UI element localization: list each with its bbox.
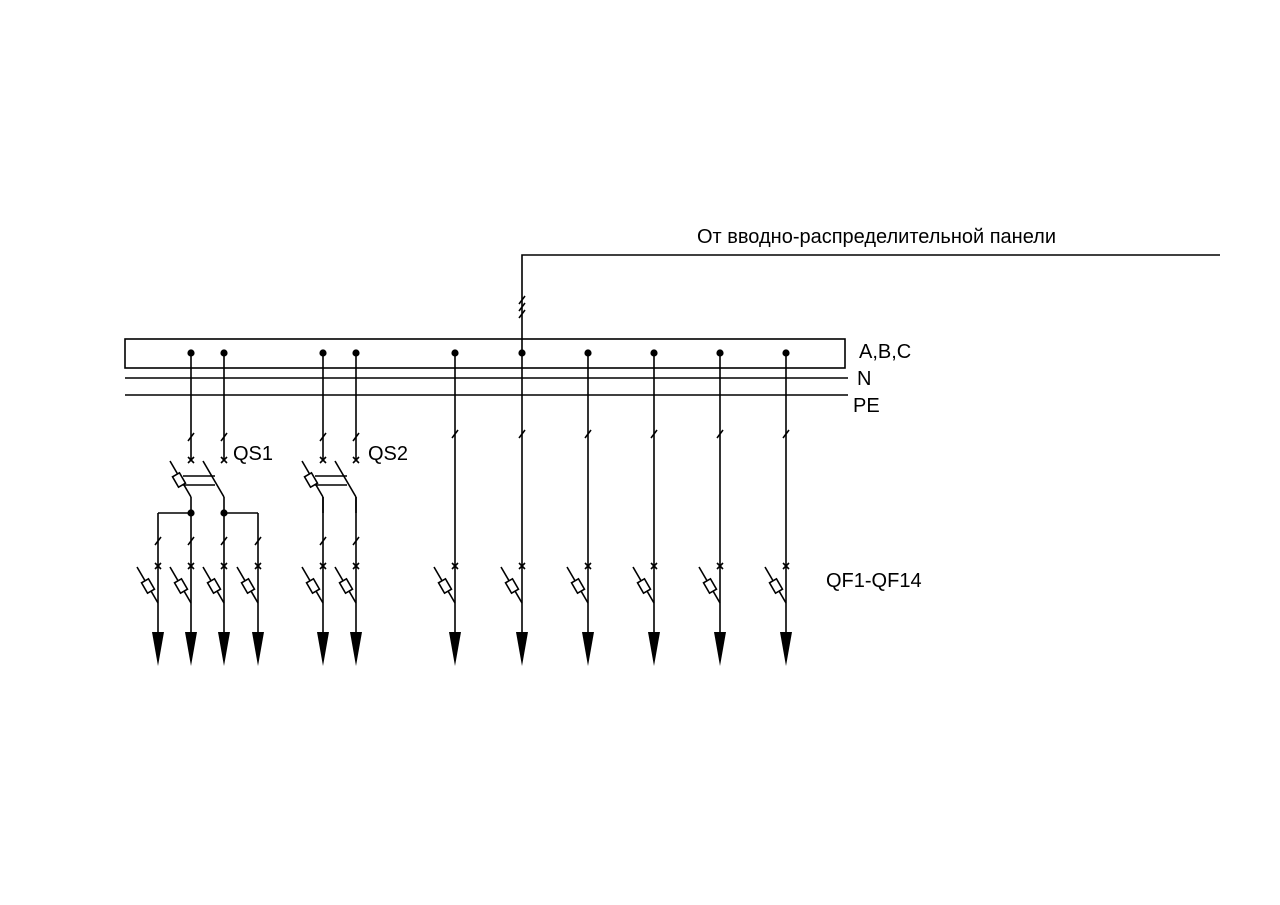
phase-bus-label: A,B,C [859, 341, 911, 363]
incoming-feeder-line [521, 254, 1220, 353]
outgoing-arrow [449, 632, 461, 666]
conductor-tick [650, 429, 658, 439]
breaker-release [140, 577, 156, 595]
outgoing-arrow [780, 632, 792, 666]
outgoing-arrow [648, 632, 660, 666]
diagram-wiring [124, 254, 1220, 396]
outgoing-arrow [252, 632, 264, 666]
conductor-tick [187, 536, 195, 546]
breaker-release [338, 577, 354, 595]
outgoing-arrow [516, 632, 528, 666]
breaker-release [173, 577, 189, 595]
disconnector-blade [202, 460, 225, 498]
outgoing-arrow [714, 632, 726, 666]
outgoing-arrow [317, 632, 329, 666]
conductor-tick [319, 536, 327, 546]
conductor-tick [319, 432, 327, 442]
disconnector-drive [171, 471, 187, 489]
conductor-tick [518, 295, 526, 305]
conductor-tick [220, 536, 228, 546]
breaker-release [504, 577, 520, 595]
conductor-tick [154, 536, 162, 546]
conductor-tick [352, 536, 360, 546]
breaker-release [636, 577, 652, 595]
conductor-tick [352, 432, 360, 442]
qs2-label: QS2 [368, 443, 408, 465]
conductor-tick [518, 429, 526, 439]
conductor-tick [187, 432, 195, 442]
pe-bus-label: PE [853, 395, 880, 417]
breaker-release [240, 577, 256, 595]
outgoing-arrow [582, 632, 594, 666]
outgoing-arrow [218, 632, 230, 666]
disconnector-drive [303, 471, 319, 489]
conductor-tick [782, 429, 790, 439]
conductor-tick [254, 536, 262, 546]
conductor-tick [518, 309, 526, 319]
contact-cross [220, 456, 228, 464]
conductor-tick [518, 302, 526, 312]
disconnector-blade [334, 460, 357, 498]
conductor-tick [716, 429, 724, 439]
neutral-bus-label: N [857, 368, 871, 390]
breaker-release [768, 577, 784, 595]
conductor-tick [451, 429, 459, 439]
breaker-release [206, 577, 222, 595]
outgoing-arrow [185, 632, 197, 666]
breakers-label: QF1-QF14 [826, 570, 922, 592]
outgoing-arrow [152, 632, 164, 666]
breaker-release [570, 577, 586, 595]
contact-cross [319, 456, 327, 464]
qs1-label: QS1 [233, 443, 273, 465]
diagram-components [136, 295, 792, 666]
phase-busbar [124, 338, 846, 369]
outgoing-arrow [350, 632, 362, 666]
breaker-release [702, 577, 718, 595]
contact-cross [187, 456, 195, 464]
contact-cross [352, 456, 360, 464]
conductor-tick [220, 432, 228, 442]
breaker-release [305, 577, 321, 595]
conductor-tick [584, 429, 592, 439]
breaker-release [437, 577, 453, 595]
source-label: От вводно-распределительной панели [697, 226, 1056, 248]
